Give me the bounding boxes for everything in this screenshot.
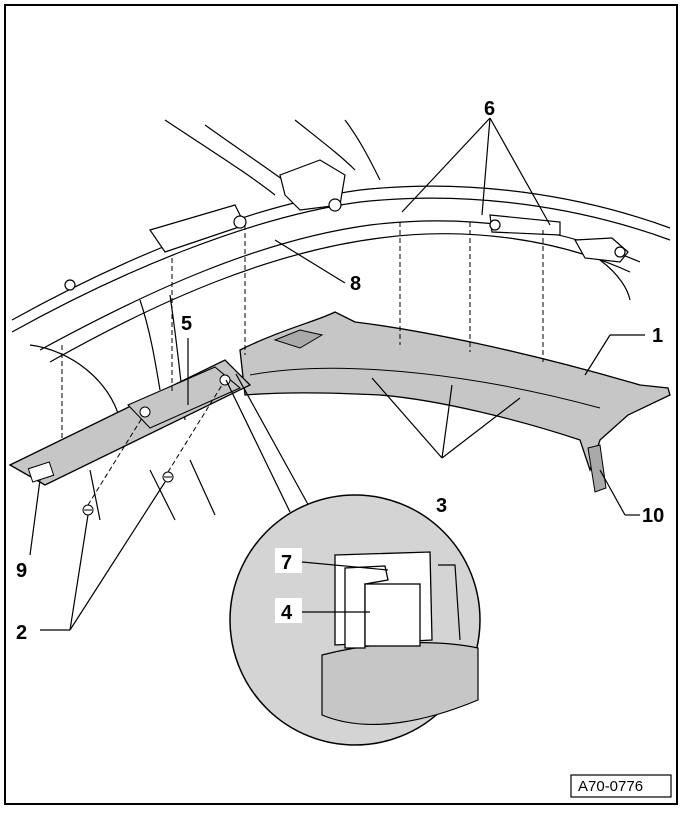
- callout-4: 4: [281, 602, 293, 624]
- trim-panel-1-ridge: [249, 367, 601, 409]
- callout-4-box: 4: [275, 598, 302, 624]
- callout-3: 3: [436, 495, 447, 517]
- trim-panel-5: [127, 366, 242, 429]
- callout-8: 8: [350, 273, 361, 295]
- trim-clip-10: [587, 444, 607, 493]
- trim-panel-1: [239, 311, 671, 473]
- callout-2: 2: [16, 622, 27, 644]
- callout-1: 1: [652, 325, 663, 347]
- callout-10: 10: [642, 505, 664, 527]
- callout-5: 5: [181, 313, 192, 335]
- screw-2a: [82, 504, 94, 516]
- reference-code-box: A70-0776: [570, 774, 672, 798]
- handle-pocket: [273, 329, 324, 349]
- alignment-dashes: [61, 222, 544, 506]
- panel-5-clip-hole: [139, 406, 151, 418]
- callout-9: 9: [16, 560, 27, 582]
- callout-7: 7: [281, 552, 292, 574]
- screw-2b: [162, 471, 174, 483]
- detail-part-4: [364, 583, 421, 647]
- detail-leader-b: [235, 373, 311, 509]
- leader-lines: [29, 117, 645, 631]
- detail-leader-a: [225, 379, 291, 513]
- panel-9-slot: [27, 461, 55, 483]
- callout-6: 6: [484, 98, 495, 120]
- callout-7-box: 7: [275, 548, 302, 574]
- panel-5-clip-hole-2: [219, 374, 231, 386]
- detail-rail: [438, 564, 461, 641]
- reference-code: A70-0776: [578, 778, 643, 795]
- roof-clips: [64, 159, 629, 291]
